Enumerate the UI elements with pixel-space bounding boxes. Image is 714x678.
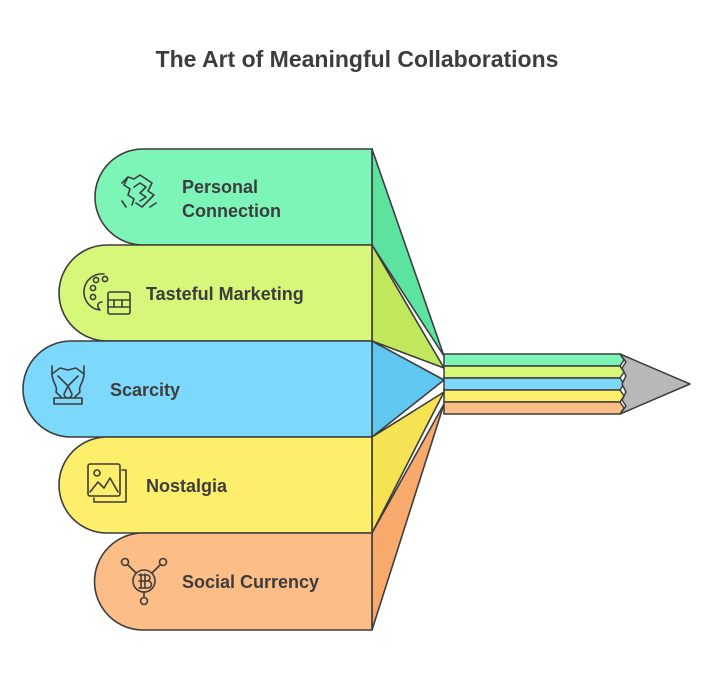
- card-personal-connection: [94, 148, 373, 246]
- photo-album-icon: [87, 463, 127, 503]
- pencil-stripe-3: [443, 377, 625, 391]
- pencil-stripe-2: [443, 365, 625, 379]
- pencil-stripe-5: [443, 401, 625, 415]
- card-scarcity: [22, 340, 373, 438]
- palette-icon: [83, 273, 131, 315]
- handshake-icon: [121, 174, 157, 208]
- label-personal-connection-line2: Connection: [182, 201, 281, 221]
- label-tasteful-marketing: Tasteful Marketing: [146, 284, 304, 304]
- page-title: The Art of Meaningful Collaborations: [155, 46, 559, 72]
- card-social-currency: [93, 532, 373, 631]
- pencil-tip: [619, 353, 691, 415]
- pencil: [443, 353, 691, 415]
- pencil-stripe-1: [443, 353, 625, 367]
- pencil-stripe-4: [443, 389, 625, 403]
- label-scarcity: Scarcity: [110, 380, 180, 400]
- label-personal-connection-line1: Personal: [182, 177, 258, 197]
- bitcoin-network-icon: [120, 557, 168, 606]
- necklace-icon: [51, 365, 85, 405]
- label-nostalgia: Nostalgia: [146, 476, 228, 496]
- card-nostalgia: [58, 436, 373, 534]
- label-social-currency: Social Currency: [182, 572, 319, 592]
